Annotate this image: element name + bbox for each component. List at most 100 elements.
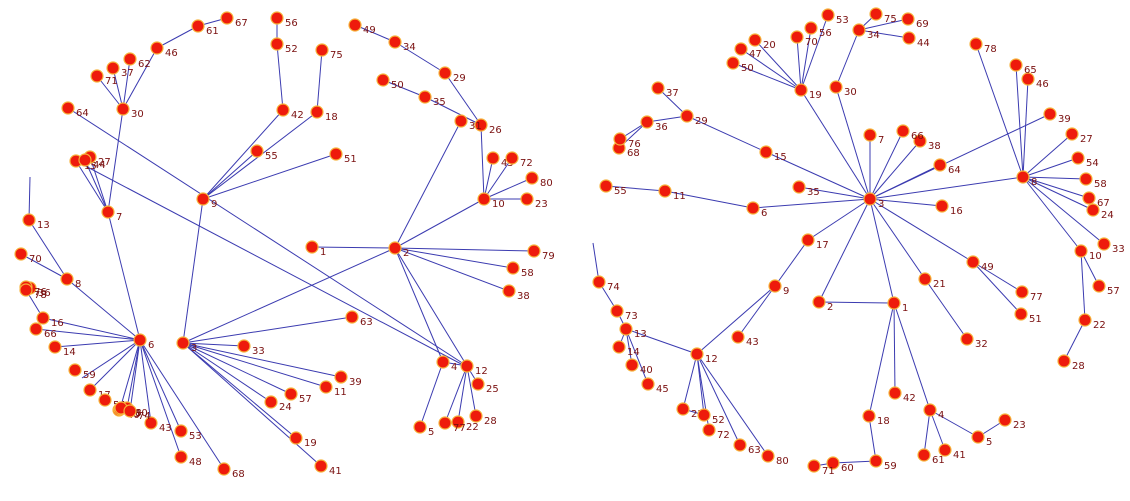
left-graph-edge-6-60 [126, 339, 141, 409]
right-graph-node-25 [676, 402, 690, 416]
right-graph-edge-3-21 [869, 198, 926, 280]
right-graph-node-21 [918, 272, 932, 286]
right-graph-node-50 [726, 56, 740, 70]
right-graph-node-71 [807, 459, 821, 473]
right-graph-node-label-64: 64 [948, 165, 961, 176]
right-graph-node-label-32: 32 [975, 339, 988, 350]
left-graph-node-label-7: 7 [116, 212, 122, 223]
right-graph-edge-3-17 [807, 198, 871, 241]
left-graph-edge-10-45 [483, 157, 494, 200]
right-graph-edge-11-55 [605, 185, 666, 192]
right-graph-node-6 [746, 201, 760, 215]
right-graph-node-36 [640, 115, 654, 129]
left-graph-node-29 [438, 66, 452, 80]
left-graph-edge-6-48 [139, 339, 182, 458]
left-graph-edge-2-31 [394, 120, 462, 249]
right-graph-edge-9-12 [696, 285, 776, 355]
right-graph-node-label-6: 6 [761, 208, 767, 219]
left-graph-node-43 [144, 416, 158, 430]
left-graph-node-80 [525, 171, 539, 185]
left-graph-node-70 [14, 247, 28, 261]
left-graph-edge-2-58 [394, 247, 514, 269]
left-graph-node-label-60: 60 [135, 408, 148, 419]
left-graph-edge-2-3 [182, 247, 396, 344]
right-graph-node-76 [613, 132, 627, 146]
right-graph-edge-29-36 [646, 115, 688, 123]
right-graph-node-label-58: 58 [1094, 179, 1107, 190]
left-graph-edge-46-61 [156, 25, 199, 49]
left-graph-node-4 [436, 355, 450, 369]
right-graph-node-label-47: 47 [749, 49, 762, 60]
left-graph-node-label-10: 10 [492, 199, 505, 210]
right-graph-node-8 [1016, 170, 1030, 184]
left-graph-edge-6-7 [107, 211, 141, 341]
left-graph-edge-3-19 [182, 342, 297, 439]
right-graph-node-51 [1014, 307, 1028, 321]
right-graph-node-16 [935, 199, 949, 213]
left-graph-edge-2-79 [394, 247, 535, 252]
right-graph-edge-4-61 [923, 409, 931, 456]
right-graph-node-30 [829, 80, 843, 94]
right-graph-node-label-74: 74 [607, 282, 620, 293]
left-graph-node-label-18: 18 [325, 112, 338, 123]
right-graph-node-13 [619, 322, 633, 336]
right-graph-node-label-23: 23 [1013, 420, 1026, 431]
right-graph-node-45 [641, 377, 655, 391]
left-graph-node-53 [174, 424, 188, 438]
left-graph-node-label-29: 29 [453, 73, 466, 84]
right-graph-node-17 [801, 233, 815, 247]
right-graph-edge-3-16 [869, 198, 943, 207]
right-graph-node-78 [969, 37, 983, 51]
left-graph-node-34 [388, 35, 402, 49]
right-graph-node-19 [794, 83, 808, 97]
left-graph-node-label-16: 16 [51, 318, 64, 329]
left-graph-node-2 [388, 241, 402, 255]
right-graph-node-label-35: 35 [807, 187, 820, 198]
right-graph-node-52 [697, 408, 711, 422]
right-graph-node-label-5: 5 [986, 437, 992, 448]
right-graph-node-80 [761, 449, 775, 463]
right-graph-node-2 [812, 295, 826, 309]
right-graph-edge-12-25 [682, 353, 698, 410]
left-graph-edge-6-74 [129, 339, 141, 412]
left-graph-node-label-19: 19 [304, 438, 317, 449]
right-graph-node-label-75: 75 [884, 14, 897, 25]
right-graph-node-label-59: 59 [884, 461, 897, 472]
right-graph-node-75 [869, 7, 883, 21]
left-graph-node-25 [471, 377, 485, 391]
left-graph-node-label-2: 2 [403, 248, 409, 259]
right-graph-edge-8-54 [1022, 157, 1079, 178]
right-graph-edge-19-20 [754, 39, 802, 91]
left-graph-node-6 [133, 333, 147, 347]
left-graph-node-label-6: 6 [148, 340, 154, 351]
right-graph-node-39 [1043, 107, 1057, 121]
left-graph-node-label-79: 79 [542, 251, 555, 262]
right-graph-node-4 [923, 403, 937, 417]
left-graph-node-66 [29, 322, 43, 336]
right-graph-node-14 [612, 340, 626, 354]
right-graph-node-9 [768, 279, 782, 293]
left-graph-edge-12-64 [67, 107, 468, 367]
left-graph-node-label-63: 63 [360, 317, 373, 328]
right-graph-node-10 [1074, 244, 1088, 258]
left-graph-edge-29-34 [394, 41, 446, 74]
left-graph-node-46 [150, 41, 164, 55]
right-graph-edge-10-22 [1080, 250, 1086, 321]
left-graph-edge-10-80 [483, 177, 533, 200]
left-graph-node-54 [98, 393, 112, 407]
right-graph-node-55 [599, 179, 613, 193]
left-graph-node-11 [319, 380, 333, 394]
left-graph-node-44 [78, 153, 92, 167]
right-graph-node-77 [1015, 285, 1029, 299]
right-graph-node-46 [1021, 72, 1035, 86]
left-graph-node-label-57: 57 [299, 394, 312, 405]
right-graph-edge-1-4 [893, 302, 931, 411]
right-graph-node-label-52: 52 [712, 415, 725, 426]
right-graph-node-label-56: 56 [819, 28, 832, 39]
left-graph-node-label-33: 33 [252, 346, 265, 357]
right-graph-node-35 [792, 180, 806, 194]
left-graph-node-10 [477, 192, 491, 206]
left-graph-node-label-59: 59 [83, 370, 96, 381]
right-graph-node-label-61: 61 [932, 455, 945, 466]
left-graph-edge-30-71 [96, 75, 124, 110]
